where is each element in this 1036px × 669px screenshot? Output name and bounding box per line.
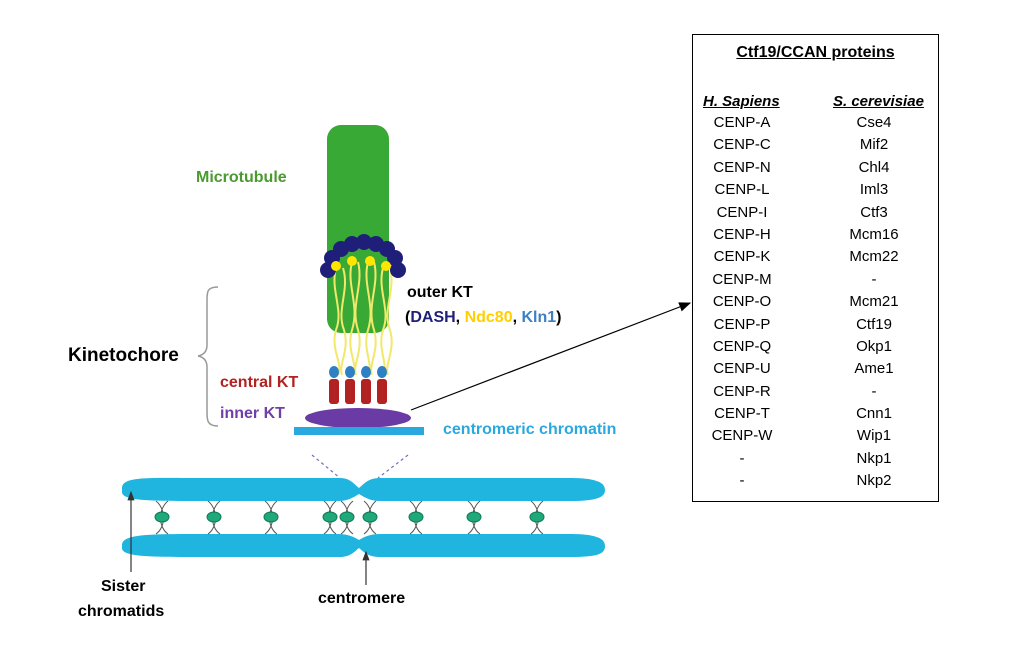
yeast-protein-cell: Nkp1 (856, 449, 892, 467)
yeast-protein-cell: Mcm22 (849, 248, 899, 266)
yeast-protein-cell: Okp1 (856, 337, 892, 355)
table-row: CENP-M - (693, 271, 938, 293)
sister-chromatids-label-line1: Sister (101, 578, 146, 595)
inner-kt-label: inner KT (220, 405, 285, 422)
cohesin-link (322, 500, 338, 535)
paren-open: ( (405, 309, 411, 326)
yeast-protein-cell: Nkp2 (856, 472, 892, 490)
zoom-line-right (377, 454, 409, 479)
outer-kt-components: (DASH, Ndc80, Kln1) (405, 309, 561, 327)
table-row: CENP-I Ctf3 (693, 204, 938, 226)
kinetochore-brace (197, 286, 219, 427)
yeast-protein-cell: Mif2 (859, 136, 889, 154)
paren-close: ) (556, 309, 562, 326)
cohesin-link (362, 500, 378, 535)
table-row: CENP-T Cnn1 (693, 405, 938, 427)
comma-1: , (455, 309, 465, 326)
yeast-protein-cell: Ctf3 (860, 203, 888, 221)
centromere-label: centromere (318, 590, 406, 607)
table-row: CENP-O Mcm21 (693, 293, 938, 315)
table-row: CENP-P Ctf19 (693, 316, 938, 338)
human-protein-cell: - (739, 472, 745, 490)
ccan-proteins-table: Ctf19/CCAN proteins H. Sapiens S. cerevi… (692, 34, 939, 502)
human-protein-cell: CENP-N (713, 158, 771, 176)
yeast-protein-cell: - (871, 382, 877, 400)
cohesin-link (408, 500, 424, 535)
dash-ring (320, 234, 406, 278)
table-row: CENP-A Cse4 (693, 114, 938, 136)
table-row: CENP-L Iml3 (693, 181, 938, 203)
yeast-protein-cell: Ctf19 (856, 315, 892, 333)
human-protein-cell: CENP-L (714, 181, 770, 199)
central-kt-label: central KT (220, 374, 299, 391)
kinetochore-label: Kinetochore (68, 345, 179, 366)
column-header-yeast: S. cerevisiae (833, 93, 924, 110)
sister-chromatids (122, 477, 605, 557)
cohesin-link (206, 500, 222, 535)
chromatid-top (122, 477, 605, 501)
table-row: - Nkp1 (693, 450, 938, 472)
chromatid-bottom (122, 534, 605, 557)
yeast-protein-cell: Cse4 (856, 114, 892, 131)
comma-2: , (512, 309, 522, 326)
outer-kt-label: outer KT (407, 284, 473, 301)
table-row: - Nkp2 (693, 472, 938, 494)
cohesin-link (466, 500, 482, 535)
yeast-protein-cell: Mcm21 (849, 293, 899, 311)
table-row: CENP-U Ame1 (693, 360, 938, 382)
table-row: CENP-H Mcm16 (693, 226, 938, 248)
human-protein-cell: CENP-U (713, 360, 771, 378)
central-kt-units (329, 366, 387, 404)
human-protein-cell: CENP-R (713, 382, 771, 400)
microtubule-label: Microtubule (196, 169, 287, 186)
dash-label: DASH (410, 309, 456, 326)
table-row: CENP-Q Okp1 (693, 338, 938, 360)
human-protein-cell: CENP-P (713, 315, 771, 333)
ndc80-label: Ndc80 (464, 309, 513, 326)
human-protein-cell: - (739, 449, 745, 467)
yeast-protein-cell: - (871, 270, 877, 288)
human-protein-cell: CENP-I (716, 203, 768, 221)
kln1-label: Kln1 (521, 309, 557, 326)
inner-kt-disk (305, 408, 411, 428)
human-protein-cell: CENP-H (713, 225, 771, 243)
ndc80-fibrils (333, 261, 393, 376)
cohesin-links (154, 500, 545, 535)
yeast-protein-cell: Mcm16 (849, 225, 899, 243)
ndc80-heads (331, 256, 391, 271)
human-protein-cell: CENP-W (711, 427, 773, 445)
table-row: CENP-N Chl4 (693, 159, 938, 181)
yeast-protein-cell: Iml3 (859, 181, 889, 199)
microtubule-shape (327, 125, 389, 333)
column-header-human: H. Sapiens (703, 93, 780, 110)
cohesin-link (154, 500, 170, 535)
table-pointer-arrow (410, 302, 692, 411)
human-protein-cell: CENP-A (713, 114, 771, 131)
table-row: CENP-R - (693, 383, 938, 405)
sister-chromatids-label-line2: chromatids (78, 603, 165, 620)
table-row: CENP-W Wip1 (693, 427, 938, 449)
table-row: CENP-K Mcm22 (693, 248, 938, 270)
yeast-protein-cell: Cnn1 (856, 405, 892, 423)
centromeric-chromatin-bar (294, 427, 424, 435)
human-protein-cell: CENP-Q (712, 337, 772, 355)
human-protein-cell: CENP-C (713, 136, 771, 154)
human-protein-cell: CENP-K (713, 248, 771, 266)
centromeric-chromatin-label: centromeric chromatin (443, 421, 617, 438)
yeast-protein-cell: Chl4 (858, 158, 890, 176)
yeast-protein-cell: Ame1 (854, 360, 894, 378)
table-row: CENP-C Mif2 (693, 136, 938, 158)
human-protein-cell: CENP-O (712, 293, 772, 311)
cohesin-link (339, 500, 355, 535)
zoom-line-left (311, 454, 341, 479)
human-protein-cell: CENP-T (714, 405, 770, 423)
human-protein-cell: CENP-M (712, 270, 772, 288)
table-title: Ctf19/CCAN proteins (736, 44, 895, 61)
cohesin-link (529, 500, 545, 535)
cohesin-link (263, 500, 279, 535)
yeast-protein-cell: Wip1 (856, 427, 892, 445)
